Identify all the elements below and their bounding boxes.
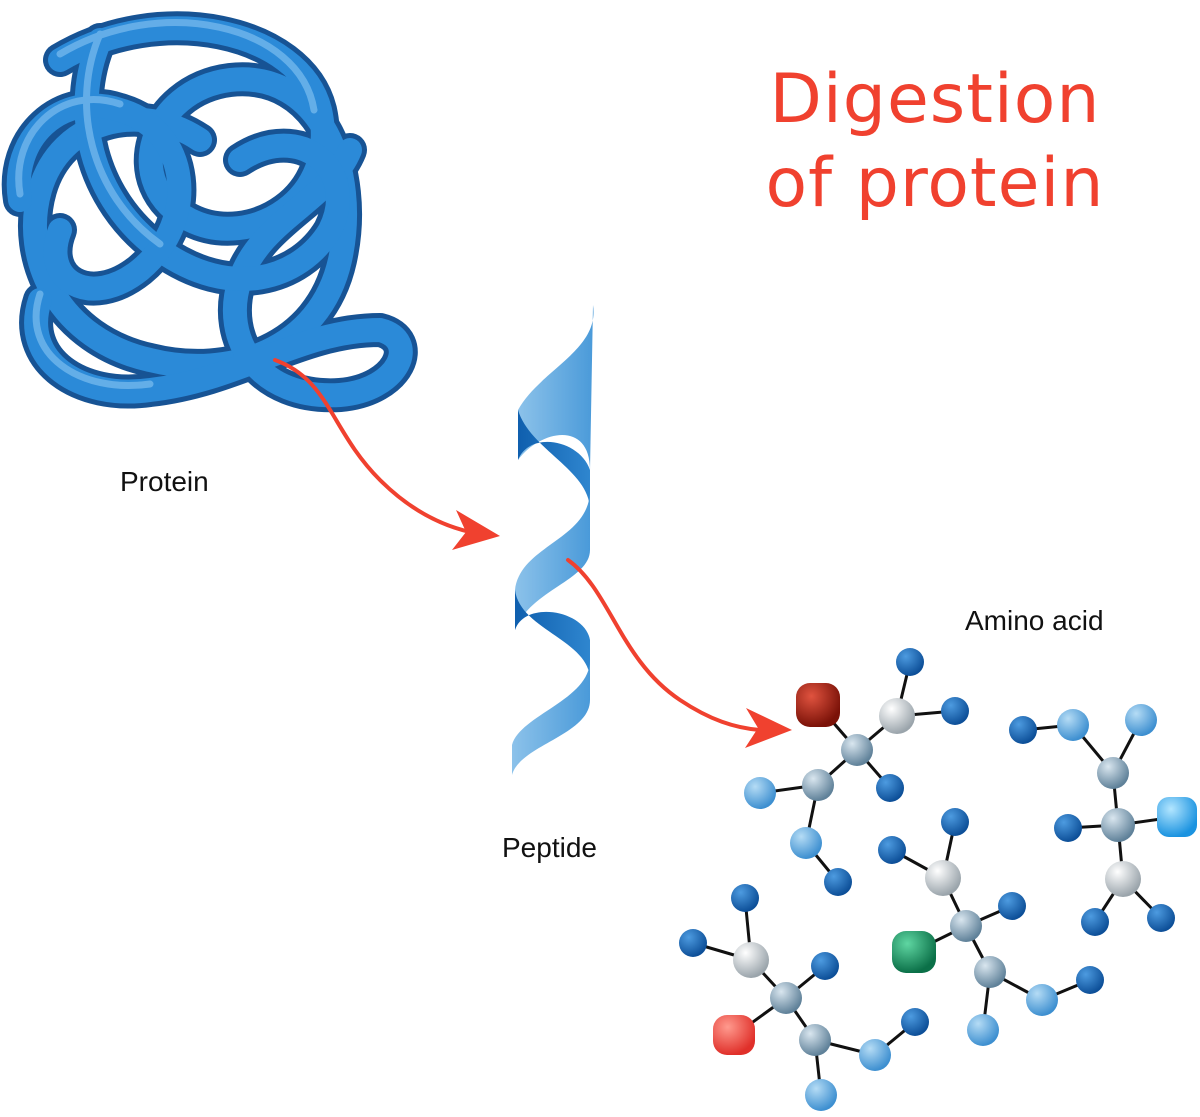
amino-acid-label: Amino acid: [965, 605, 1104, 636]
arrow-peptide-to-amino-acid: [566, 558, 792, 748]
red-atom: [796, 683, 840, 727]
arrow-protein-to-peptide: [273, 358, 500, 550]
protein-illustration: [1, 11, 418, 413]
diagram-title: Digestion of protein: [700, 58, 1170, 226]
protein-label: Protein: [120, 466, 209, 497]
peptide-label: Peptide: [502, 832, 597, 863]
title-line-1: Digestion: [769, 60, 1101, 139]
cyan-atom: [1157, 797, 1197, 837]
title-line-2: of protein: [765, 144, 1105, 223]
peptide-illustration: [512, 305, 594, 775]
green-atom: [892, 931, 936, 973]
amino-acid-molecules: [679, 648, 1197, 1111]
light-red-atom: [713, 1015, 755, 1055]
